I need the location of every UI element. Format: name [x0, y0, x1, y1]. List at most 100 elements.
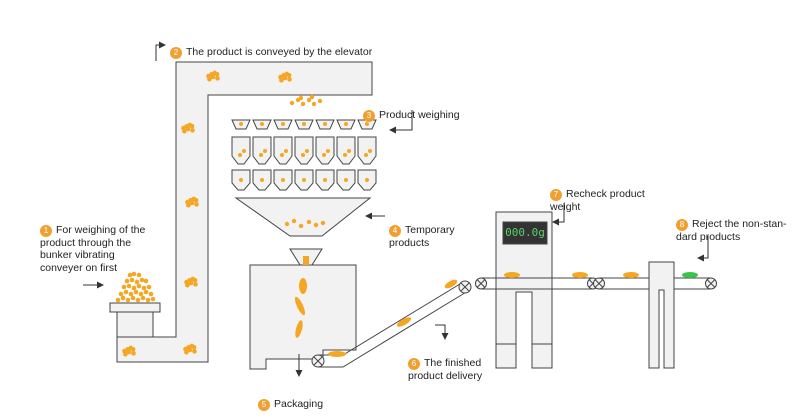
- product-piece: [368, 149, 372, 153]
- product-piece: [143, 278, 149, 284]
- feeder-tray: [109, 302, 161, 313]
- product-piece: [131, 285, 137, 291]
- step-4-badge: 4: [389, 224, 401, 237]
- step-3-text: Product weighing: [379, 108, 460, 121]
- bagged-product: [623, 272, 639, 278]
- roller-cross: [476, 279, 598, 288]
- product-piece: [183, 346, 188, 352]
- falling-product: [303, 256, 309, 265]
- product-piece: [145, 297, 151, 303]
- product-piece: [115, 297, 121, 303]
- checkweigher-frame: [495, 211, 553, 369]
- product-piece: [322, 153, 326, 157]
- step-2-arrow: [155, 41, 166, 61]
- elevator-product-cluster: [184, 276, 198, 288]
- product-piece: [365, 122, 369, 126]
- product-piece: [306, 219, 312, 225]
- rejector-frame: [648, 261, 675, 369]
- checkweigher-display: [502, 221, 548, 245]
- vibrating-feeder: [116, 311, 154, 338]
- product-piece: [289, 100, 295, 106]
- product-piece: [124, 278, 130, 284]
- product-piece: [287, 77, 292, 82]
- product-piece: [260, 178, 264, 182]
- product-piece: [129, 277, 135, 283]
- product-piece: [189, 124, 195, 129]
- product-piece: [190, 128, 195, 133]
- bagged-product: [396, 317, 412, 327]
- product-piece: [344, 178, 348, 182]
- step-3-badge: 3: [363, 109, 375, 122]
- falling-product: [299, 278, 307, 294]
- product-piece: [302, 122, 306, 126]
- product-piece: [148, 291, 154, 297]
- buffer-hopper: [273, 136, 293, 165]
- elevator-product-cluster: [185, 196, 199, 208]
- feeder-product-pile: [115, 271, 156, 303]
- product-piece: [128, 291, 134, 297]
- elevator-body: [116, 61, 373, 363]
- product-piece: [320, 220, 326, 226]
- step-8-arrow: [697, 236, 709, 262]
- packaging-machine: [249, 248, 357, 370]
- product-piece: [365, 178, 369, 182]
- checkweigher: [475, 211, 599, 369]
- buffer-hopper: [231, 136, 251, 165]
- buffer-hopper: [294, 136, 314, 165]
- product-piece: [347, 149, 351, 153]
- product-piece: [133, 289, 139, 295]
- product-piece: [206, 73, 211, 79]
- step-2-badge: 2: [170, 46, 182, 59]
- product-piece: [191, 345, 197, 350]
- product-piece: [323, 178, 327, 182]
- product-piece: [291, 218, 297, 224]
- roller-cross: [313, 282, 470, 366]
- product-piece: [146, 284, 152, 290]
- product-piece: [130, 347, 136, 352]
- step-6-badge: 6: [408, 357, 420, 370]
- product-piece: [141, 285, 147, 291]
- falling-product: [294, 296, 306, 316]
- product-piece: [136, 272, 142, 278]
- product-piece: [125, 297, 131, 303]
- product-piece: [302, 178, 306, 182]
- product-piece: [343, 153, 347, 157]
- product-piece: [193, 282, 198, 287]
- product-piece: [181, 125, 186, 131]
- elevator-product-cluster: [206, 70, 220, 82]
- product-piece: [184, 279, 189, 285]
- step-1-text: For weighing of the product through the …: [40, 223, 146, 274]
- buffer-hopper: [336, 136, 356, 165]
- step-7-arrow: [552, 203, 565, 226]
- product-piece: [138, 291, 144, 297]
- product-piece: [123, 289, 129, 295]
- step-7-badge: 7: [550, 188, 562, 201]
- bagged-product: [444, 279, 458, 289]
- bagged-product: [328, 351, 346, 357]
- product-piece: [131, 271, 137, 277]
- bagged-product: [504, 272, 520, 278]
- product-piece: [305, 149, 309, 153]
- product-piece: [131, 351, 136, 356]
- product-piece: [214, 72, 220, 77]
- product-piece: [192, 278, 198, 283]
- finished-product-conveyor: [311, 279, 472, 368]
- product-piece: [143, 289, 149, 295]
- buffer-hopper: [252, 136, 272, 165]
- product-piece: [194, 202, 199, 207]
- product-piece: [281, 122, 285, 126]
- buffer-hopper: [315, 136, 335, 165]
- product-piece: [118, 291, 124, 297]
- step-8-text: Reject the non-stan- dard products: [676, 217, 787, 243]
- product-piece: [150, 296, 156, 302]
- product-piece: [313, 222, 319, 228]
- step-1-badge: 1: [40, 224, 52, 237]
- product-piece: [126, 283, 132, 289]
- product-piece: [259, 153, 263, 157]
- bagged-product: [572, 272, 588, 278]
